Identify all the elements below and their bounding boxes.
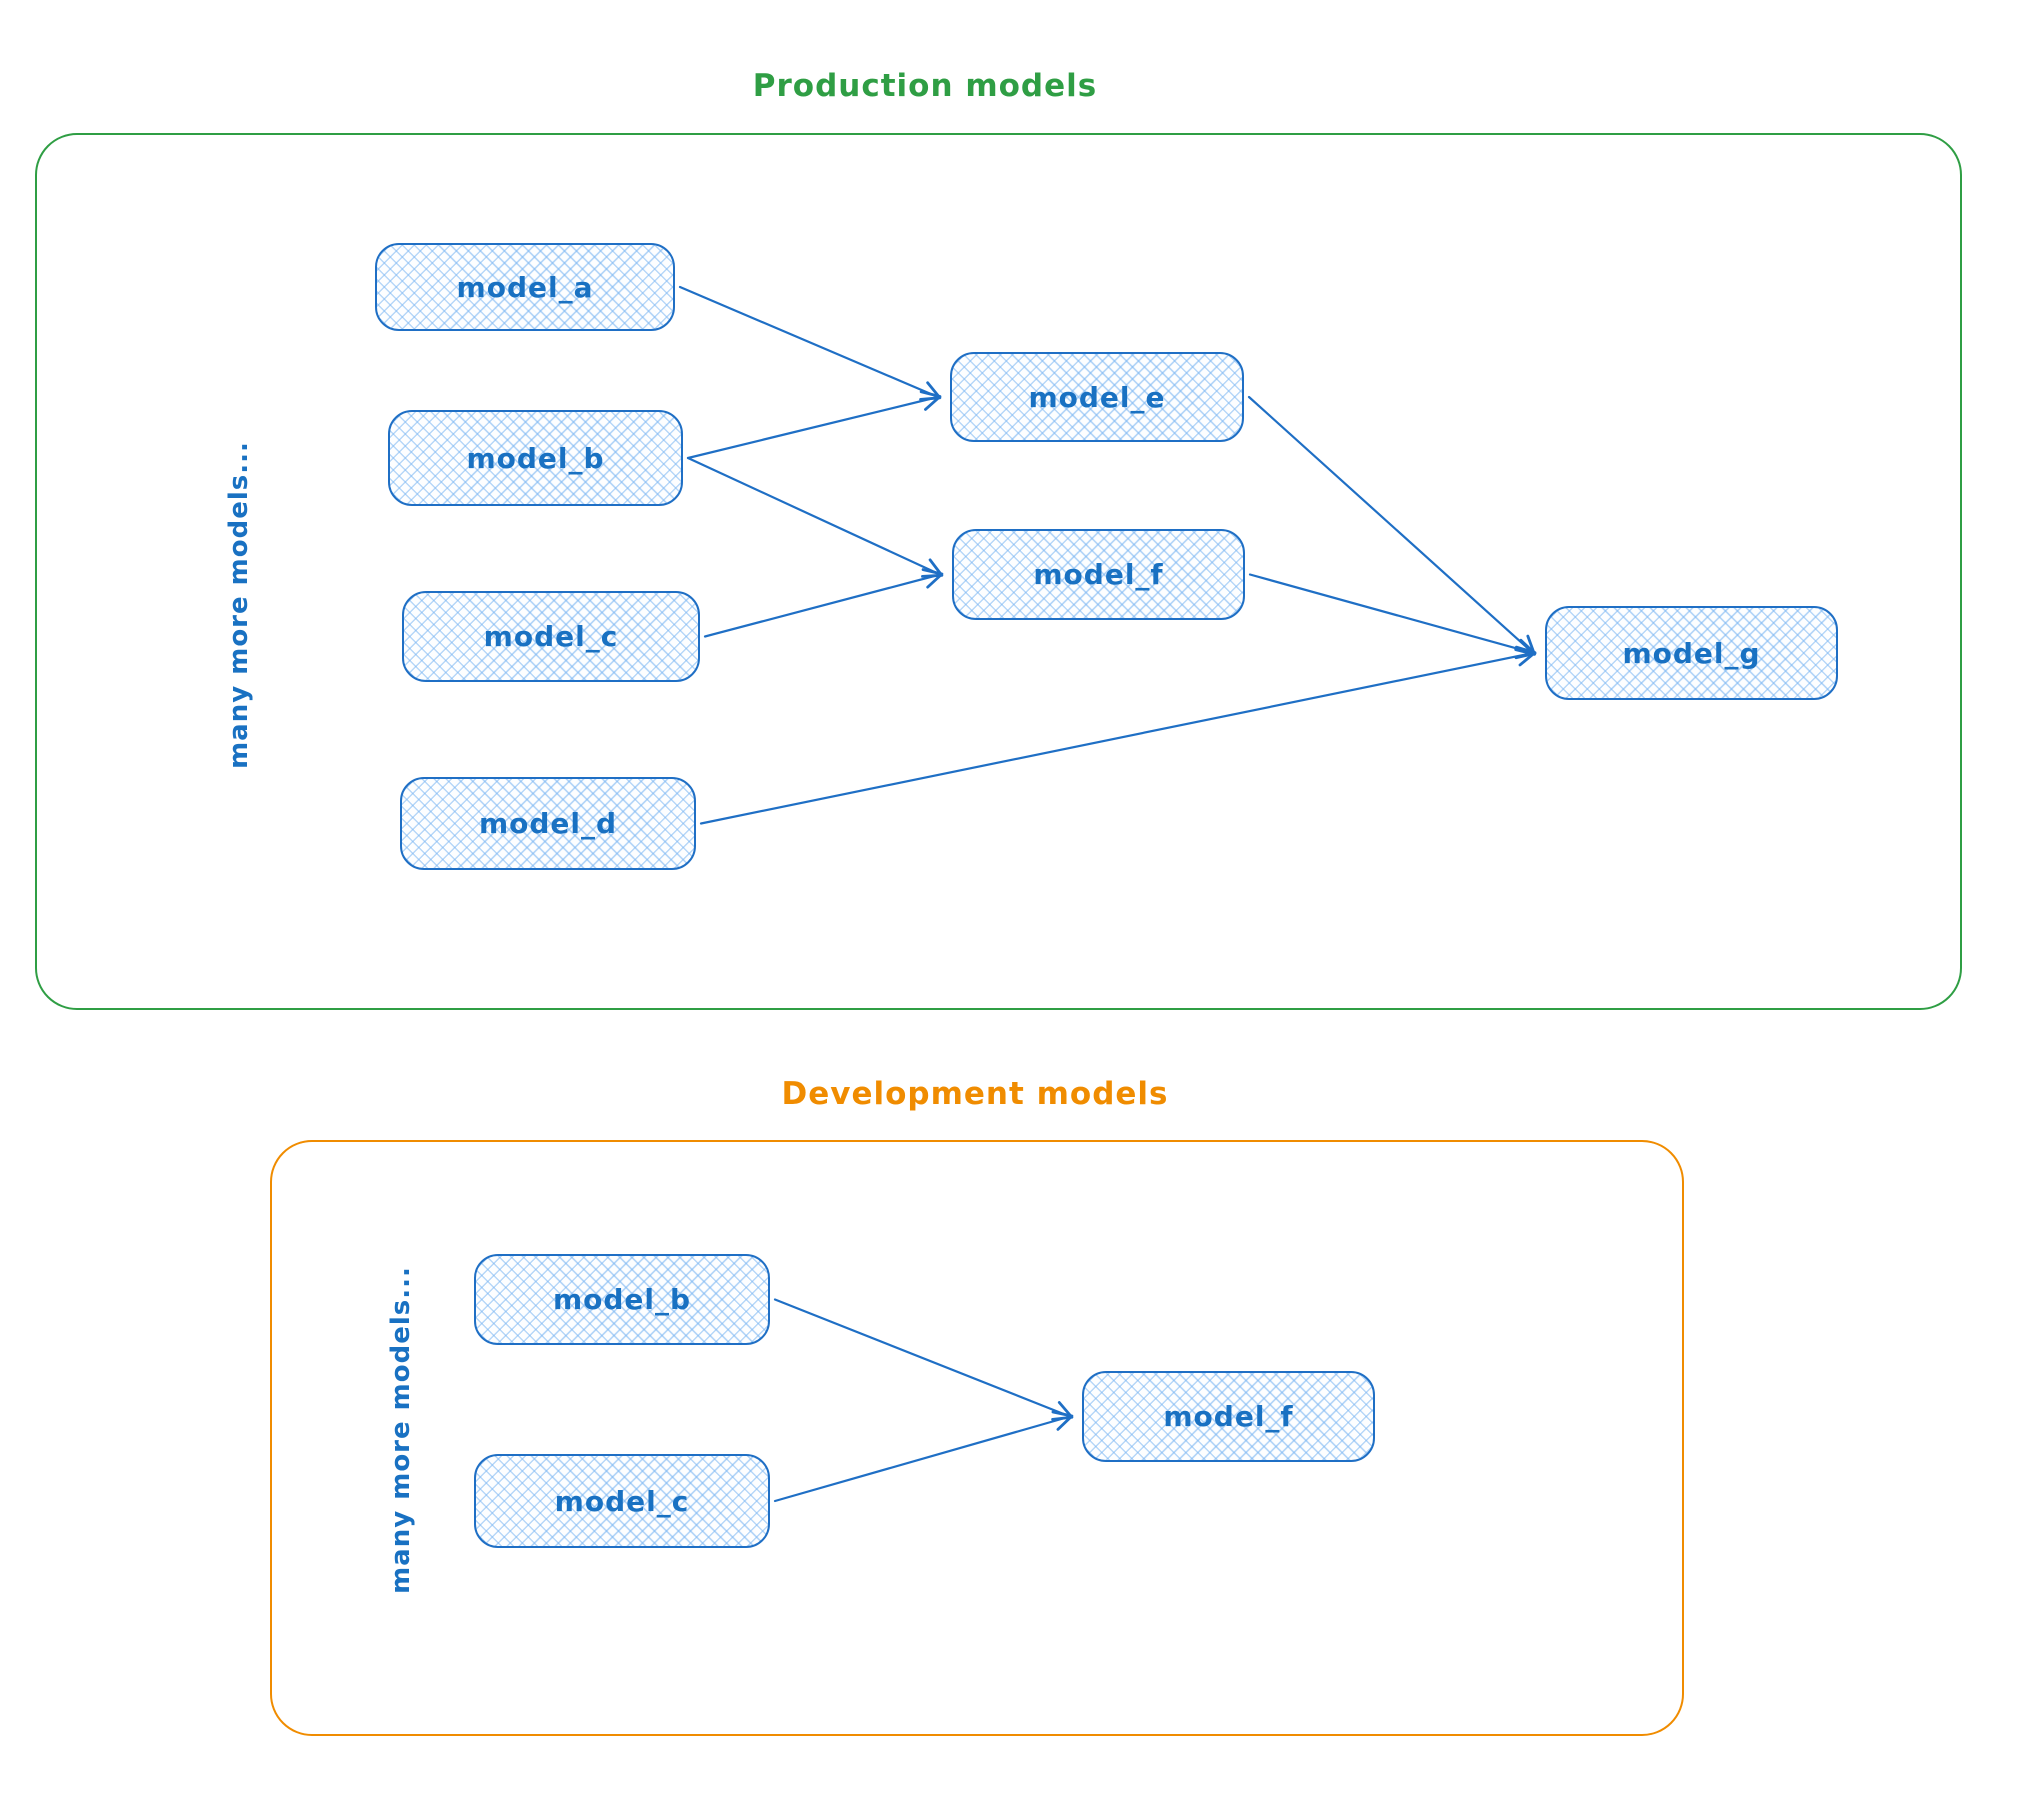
production-section-title: Production models (752, 68, 1098, 104)
node-production-model-g[interactable]: model_g (1545, 606, 1838, 700)
node-label: model_a (456, 270, 594, 304)
node-development-model-b[interactable]: model_b (474, 1254, 770, 1345)
node-development-model-c[interactable]: model_c (474, 1454, 770, 1548)
node-label: model_b (552, 1283, 692, 1316)
node-production-model-b[interactable]: model_b (388, 410, 683, 506)
node-label: model_c (554, 1484, 690, 1518)
production-many-more-models-label: many more models... (224, 441, 254, 769)
node-production-model-c[interactable]: model_c (402, 591, 700, 682)
node-label: model_b (466, 441, 605, 475)
development-section-title: Development models (781, 1076, 1169, 1112)
node-production-model-e[interactable]: model_e (950, 352, 1244, 442)
development-many-more-models-label: many more models... (386, 1266, 416, 1594)
node-label: model_d (478, 807, 618, 840)
node-development-model-f[interactable]: model_f (1082, 1371, 1375, 1462)
node-label: model_f (1033, 558, 1164, 591)
node-label: model_e (1028, 380, 1166, 414)
development-frame (270, 1140, 1684, 1736)
node-label: model_g (1622, 636, 1761, 670)
node-label: model_c (483, 620, 619, 653)
node-production-model-a[interactable]: model_a (375, 243, 675, 331)
node-production-model-d[interactable]: model_d (400, 777, 696, 870)
node-label: model_f (1163, 1400, 1294, 1433)
node-production-model-f[interactable]: model_f (952, 529, 1245, 620)
production-frame (35, 133, 1962, 1010)
